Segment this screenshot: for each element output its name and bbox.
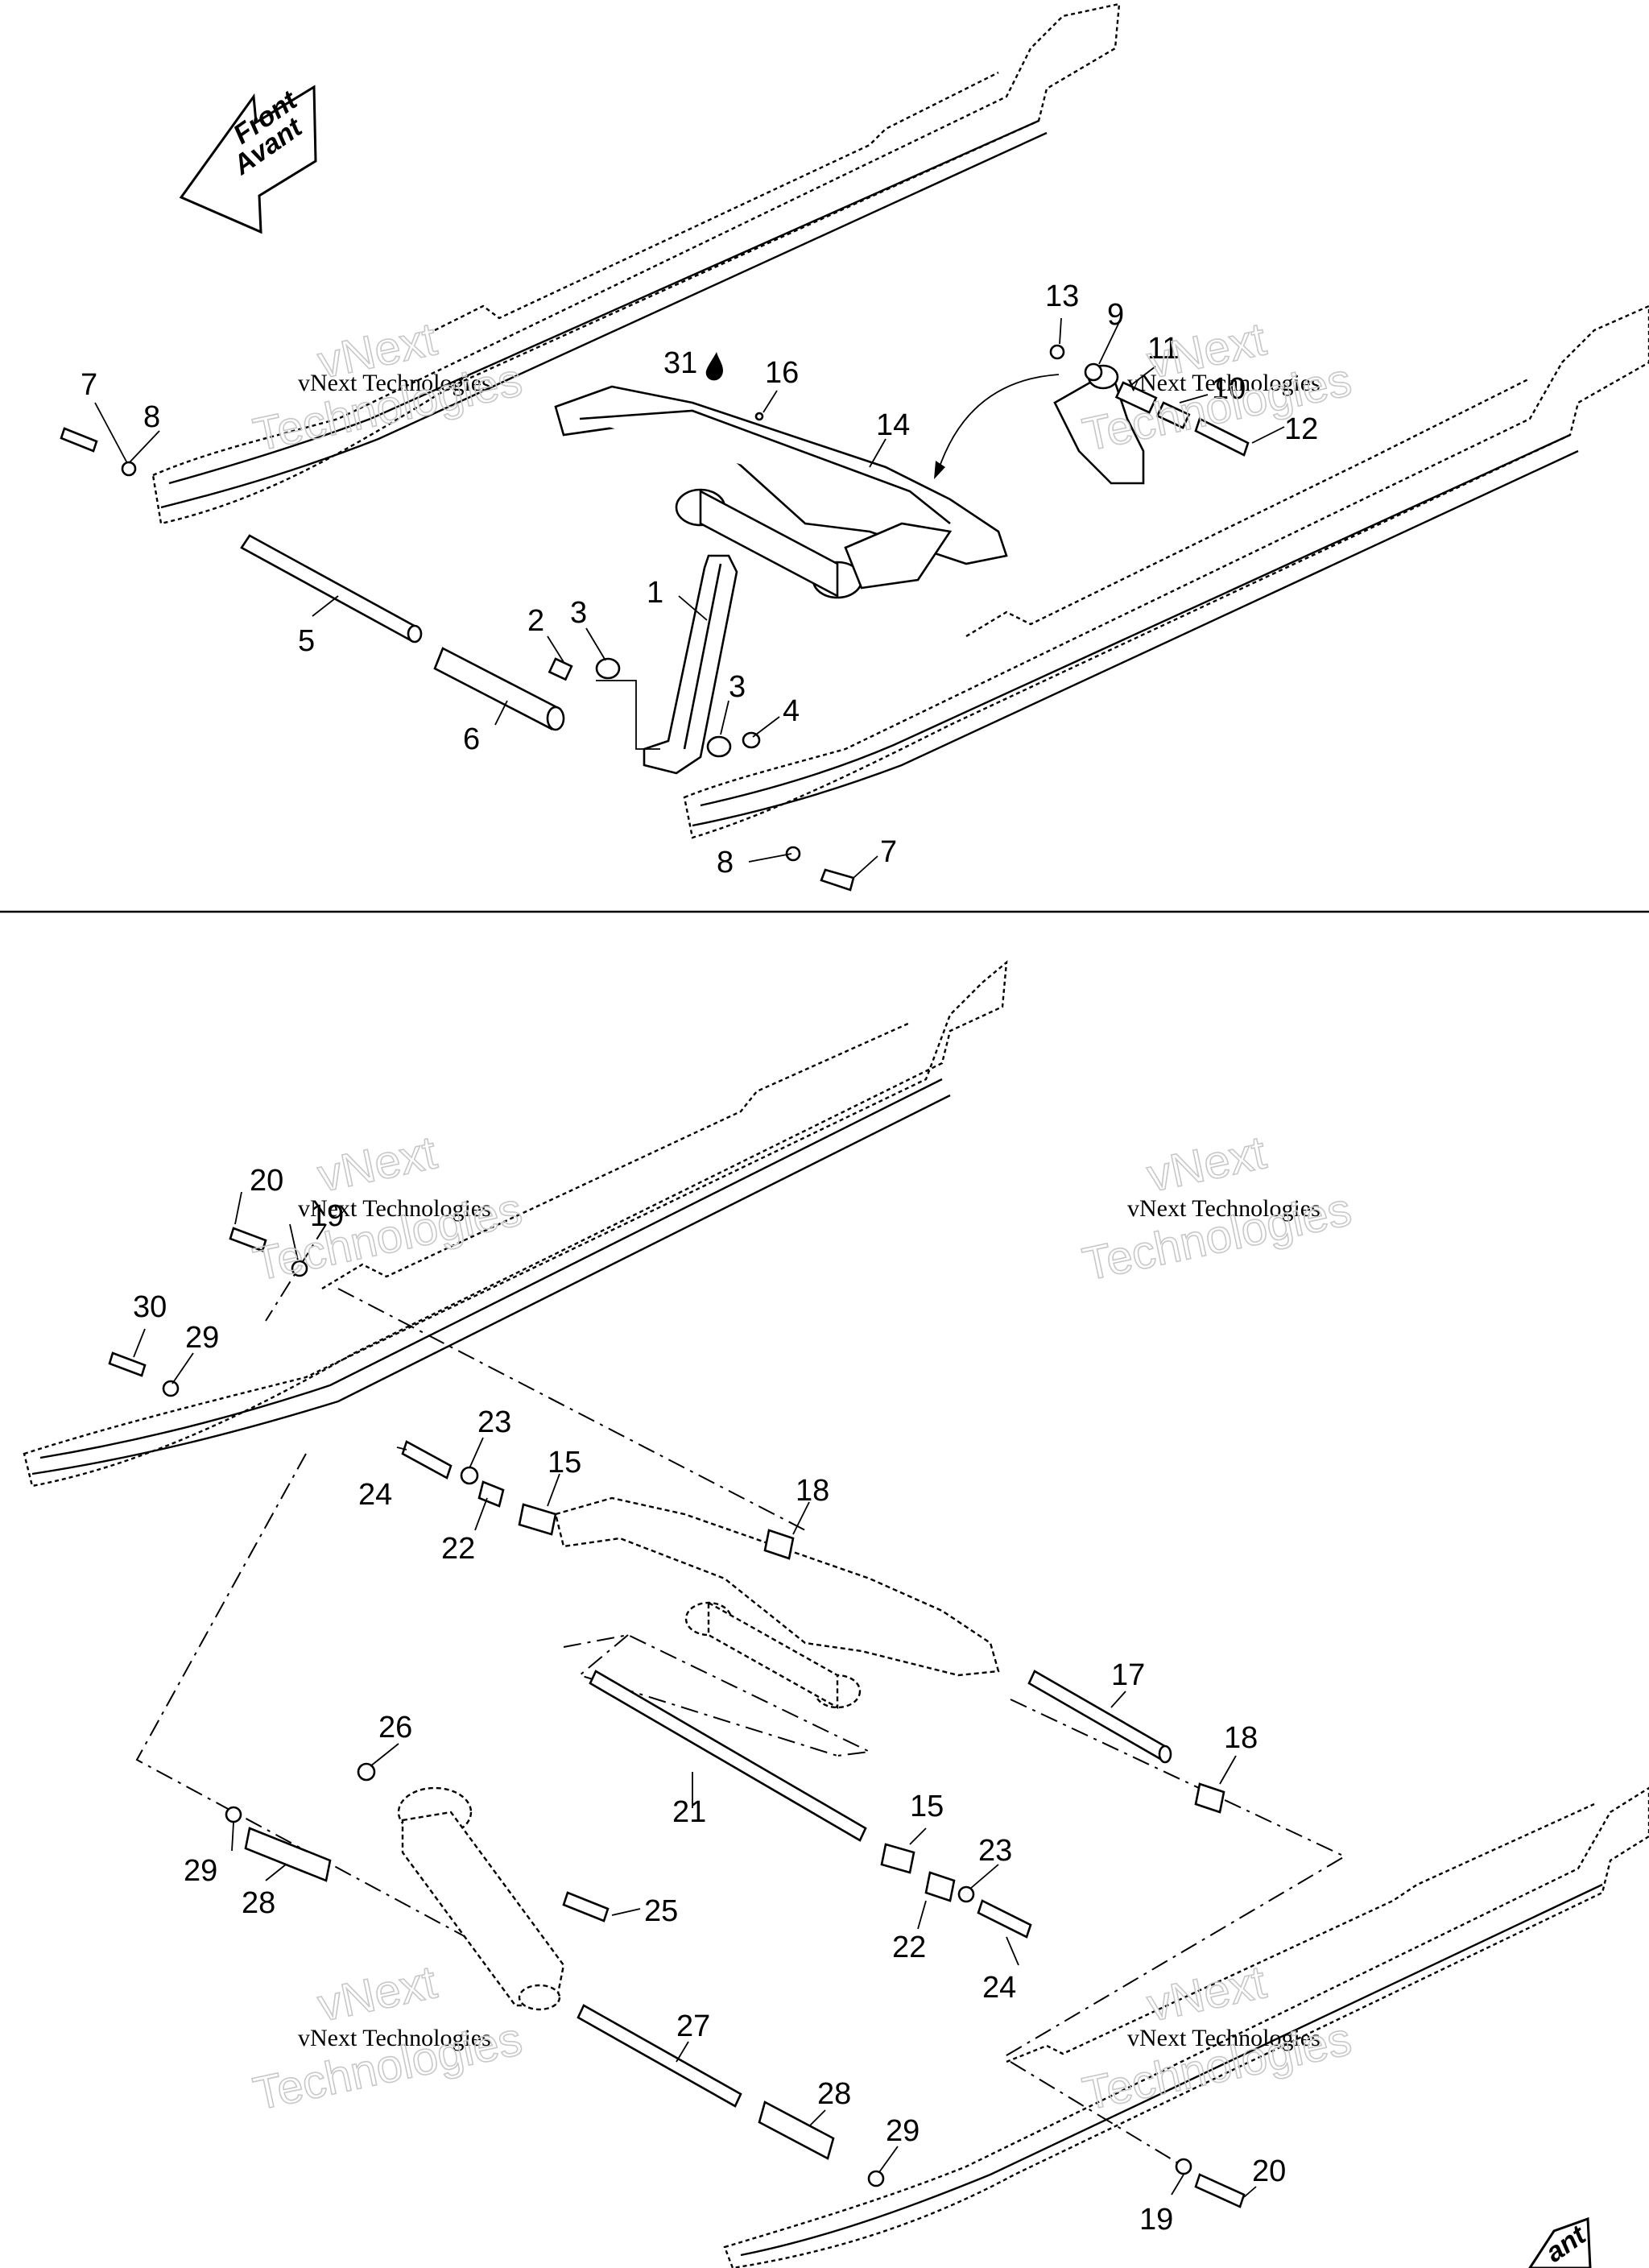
- callout-1: 1: [647, 576, 663, 610]
- callout-7: 7: [81, 368, 97, 402]
- callout-2: 2: [527, 604, 544, 638]
- front-arrow-icon: Front Avant: [179, 85, 317, 234]
- callout-22: 22: [892, 1931, 926, 1964]
- svg-text:vNext Technologies: vNext Technologies: [298, 370, 491, 396]
- link-1[interactable]: [643, 554, 738, 775]
- callout-20: 20: [250, 1164, 283, 1198]
- callout-15: 15: [548, 1446, 581, 1480]
- left-rail-top: [151, 2, 1121, 525]
- callout-6: 6: [463, 722, 480, 756]
- callout-10: 10: [1212, 372, 1246, 406]
- callout-12: 12: [1284, 412, 1318, 446]
- callout-27: 27: [676, 2009, 710, 2043]
- callout-11: 11: [1147, 332, 1179, 366]
- callout-18: 18: [1224, 1721, 1258, 1755]
- callout-22: 22: [441, 1532, 475, 1566]
- callout-14: 14: [876, 408, 910, 442]
- callout-19: 19: [1139, 2203, 1173, 2237]
- callout-26: 26: [378, 1711, 412, 1744]
- watermark-5: vNext vNext Technologies Technologies: [248, 1956, 527, 2121]
- callout-29: 29: [886, 2114, 920, 2148]
- callout-3: 3: [729, 670, 746, 704]
- callout-13: 13: [1045, 279, 1079, 313]
- callout-30: 30: [133, 1290, 167, 1324]
- callout-24: 24: [982, 1971, 1016, 2005]
- spacer-6[interactable]: [433, 647, 565, 731]
- callout-8: 8: [143, 400, 160, 434]
- watermark-2: vNext vNext Technologies Technologies: [1077, 312, 1356, 462]
- shock-absorber-ghost: [397, 1786, 565, 2011]
- bottom-section-leaders: [133, 1191, 1257, 2198]
- callout-16: 16: [765, 356, 799, 390]
- callout-29: 29: [184, 1854, 217, 1888]
- callout-23: 23: [477, 1405, 511, 1439]
- callout-31: 31: [663, 346, 697, 380]
- bottom-hardware[interactable]: [108, 1227, 1246, 2208]
- callout-21: 21: [672, 1795, 706, 1829]
- callout-28: 28: [817, 2077, 851, 2111]
- svg-text:vNext: vNext: [313, 1956, 441, 2031]
- bracket-assembly[interactable]: [1049, 344, 1250, 485]
- callout-5: 5: [298, 624, 315, 658]
- oil-drop-icon: [705, 352, 723, 381]
- watermark-4: vNext vNext Technologies Technologies: [1077, 1126, 1356, 1292]
- chain-lines-bottom: [135, 1223, 1347, 2167]
- callout-25: 25: [644, 1894, 678, 1928]
- callout-17: 17: [1111, 1658, 1145, 1692]
- svg-text:vNext: vNext: [313, 1126, 441, 1202]
- leaders-top: [94, 317, 1285, 879]
- svg-text:vNext Technologies: vNext Technologies: [298, 1195, 491, 1222]
- watermark-1: vNext vNext Technologies Technologies: [248, 312, 527, 462]
- callout-3: 3: [570, 596, 587, 630]
- arrow-leader: [934, 374, 1060, 479]
- callout-9: 9: [1107, 298, 1124, 332]
- callout-15: 15: [910, 1790, 944, 1823]
- callouts-bottom: 20 19 30 29 23 15 24 22 18 17 18 26 21 1…: [133, 1164, 1286, 2237]
- callout-7: 7: [880, 835, 897, 869]
- callout-24: 24: [358, 1478, 392, 1512]
- watermark-3: vNext vNext Technologies Technologies: [248, 1126, 527, 1292]
- right-rail-bottom: [723, 1786, 1649, 2268]
- front-arrow-bottom-icon: ant: [1528, 2216, 1593, 2268]
- callout-8: 8: [717, 846, 734, 879]
- callout-4: 4: [783, 694, 800, 728]
- callouts-top: 7 8 5 6 2 3 1 3 4 8 7 31 16 14 13 9 11 1…: [81, 279, 1318, 879]
- callout-19: 19: [310, 1199, 344, 1233]
- left-rail-bottom: [23, 960, 1008, 1488]
- svg-text:vNext Technologies: vNext Technologies: [298, 2025, 491, 2051]
- callout-20: 20: [1252, 2154, 1286, 2188]
- right-rail-top: [683, 304, 1649, 839]
- watermark-6: vNext vNext Technologies Technologies: [1077, 1956, 1356, 2121]
- callout-23: 23: [978, 1834, 1012, 1868]
- svg-text:vNext Technologies: vNext Technologies: [1127, 1195, 1320, 1222]
- callout-29: 29: [185, 1321, 219, 1355]
- callout-28: 28: [242, 1886, 275, 1920]
- svg-text:vNext: vNext: [1143, 1126, 1271, 1202]
- svg-text:vNext: vNext: [1143, 1956, 1271, 2031]
- axle-5[interactable]: [240, 534, 423, 644]
- hardware-top[interactable]: [60, 412, 855, 892]
- front-arm-assembly[interactable]: [554, 385, 1008, 599]
- rear-arm-assembly-ghost: [554, 1496, 1000, 1710]
- callout-18: 18: [796, 1474, 829, 1508]
- svg-text:vNext Technologies: vNext Technologies: [1127, 2025, 1320, 2051]
- svg-text:vNext Technologies: vNext Technologies: [1127, 370, 1320, 396]
